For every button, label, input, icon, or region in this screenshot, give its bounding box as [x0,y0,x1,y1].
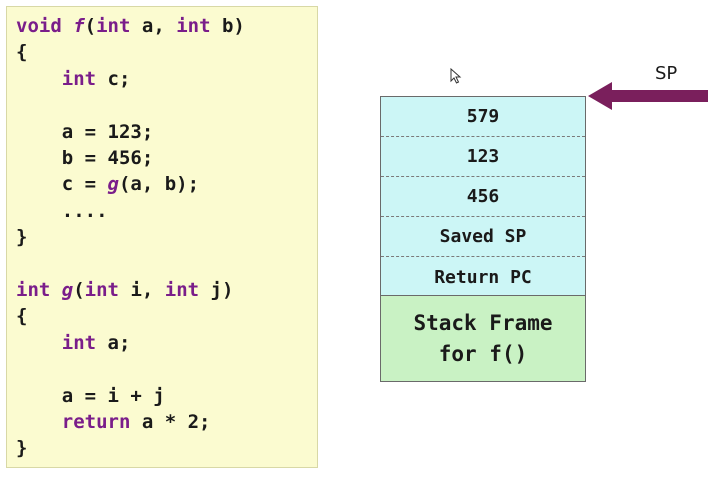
code-keyword: return [61,411,131,433]
stack-slot-saved-sp: Saved SP [381,217,585,257]
mouse-cursor-icon [450,68,462,84]
stack-diagram: 579 123 456 Saved SP Return PC Stack Fra… [380,96,586,382]
code-keyword: int [84,279,119,301]
code-keyword: int [61,331,97,354]
code-text: a = i + j [16,384,165,407]
code-text: b = 456; [16,147,154,169]
code-function-name: g [61,279,74,301]
code-text: .... [16,199,108,222]
code-line: .... [16,198,108,224]
code-text: c; [96,67,131,90]
code-keyword: int [164,279,200,301]
code-line: } [16,224,27,250]
frame-label-line1: Stack Frame [413,310,553,335]
code-function-name: f [73,15,85,37]
code-text: ( [73,279,85,301]
code-line: int c; [16,66,131,92]
code-keyword: int [61,67,97,90]
code-text: } [16,437,28,460]
code-function-name: g [107,173,119,196]
code-text: c = [16,173,108,196]
code-line: return a * 2; [16,409,211,435]
code-line: a = 123; [16,119,154,145]
stack-slot-return-pc: Return PC [381,257,585,297]
code-text: { [16,305,28,328]
code-line: c = g(a, b); [16,171,199,197]
code-text [16,411,62,433]
code-text: a * 2; [130,411,211,433]
sp-label: SP [655,63,678,84]
code-text: ( [84,15,97,37]
stack-slot-value-579: 579 [381,97,585,137]
code-text: } [16,226,28,249]
code-panel: void f(int a, int b){ int c; a = 123; b … [6,6,318,468]
code-line: } [16,435,27,461]
code-text: i, [119,279,165,301]
code-keyword: int [16,279,62,301]
code-text: b) [210,15,245,37]
code-line: a = i + j [16,383,165,409]
code-keyword: int [96,15,131,37]
code-text: a; [96,331,131,354]
code-text: a = 123; [16,120,154,143]
code-text: (a, b); [118,173,200,196]
stack-frame-block: Stack Frame for f() [381,295,585,381]
stack-slot-value-123: 123 [381,137,585,177]
frame-label-line2: for f() [438,341,528,366]
code-line: void f(int a, int b) [16,13,245,39]
code-text: a, [130,15,177,37]
code-line: b = 456; [16,145,154,171]
code-text: j) [199,279,234,301]
code-text: { [16,41,28,64]
code-keyword: void [16,15,74,37]
code-line: int g(int i, int j) [16,277,233,303]
code-line: { [16,39,27,65]
code-text [16,332,62,354]
code-line: int a; [16,330,131,356]
code-line: { [16,303,27,329]
stack-slot-value-456: 456 [381,177,585,217]
sp-arrow-icon [588,82,708,110]
code-text [16,68,62,90]
code-keyword: int [176,15,211,37]
